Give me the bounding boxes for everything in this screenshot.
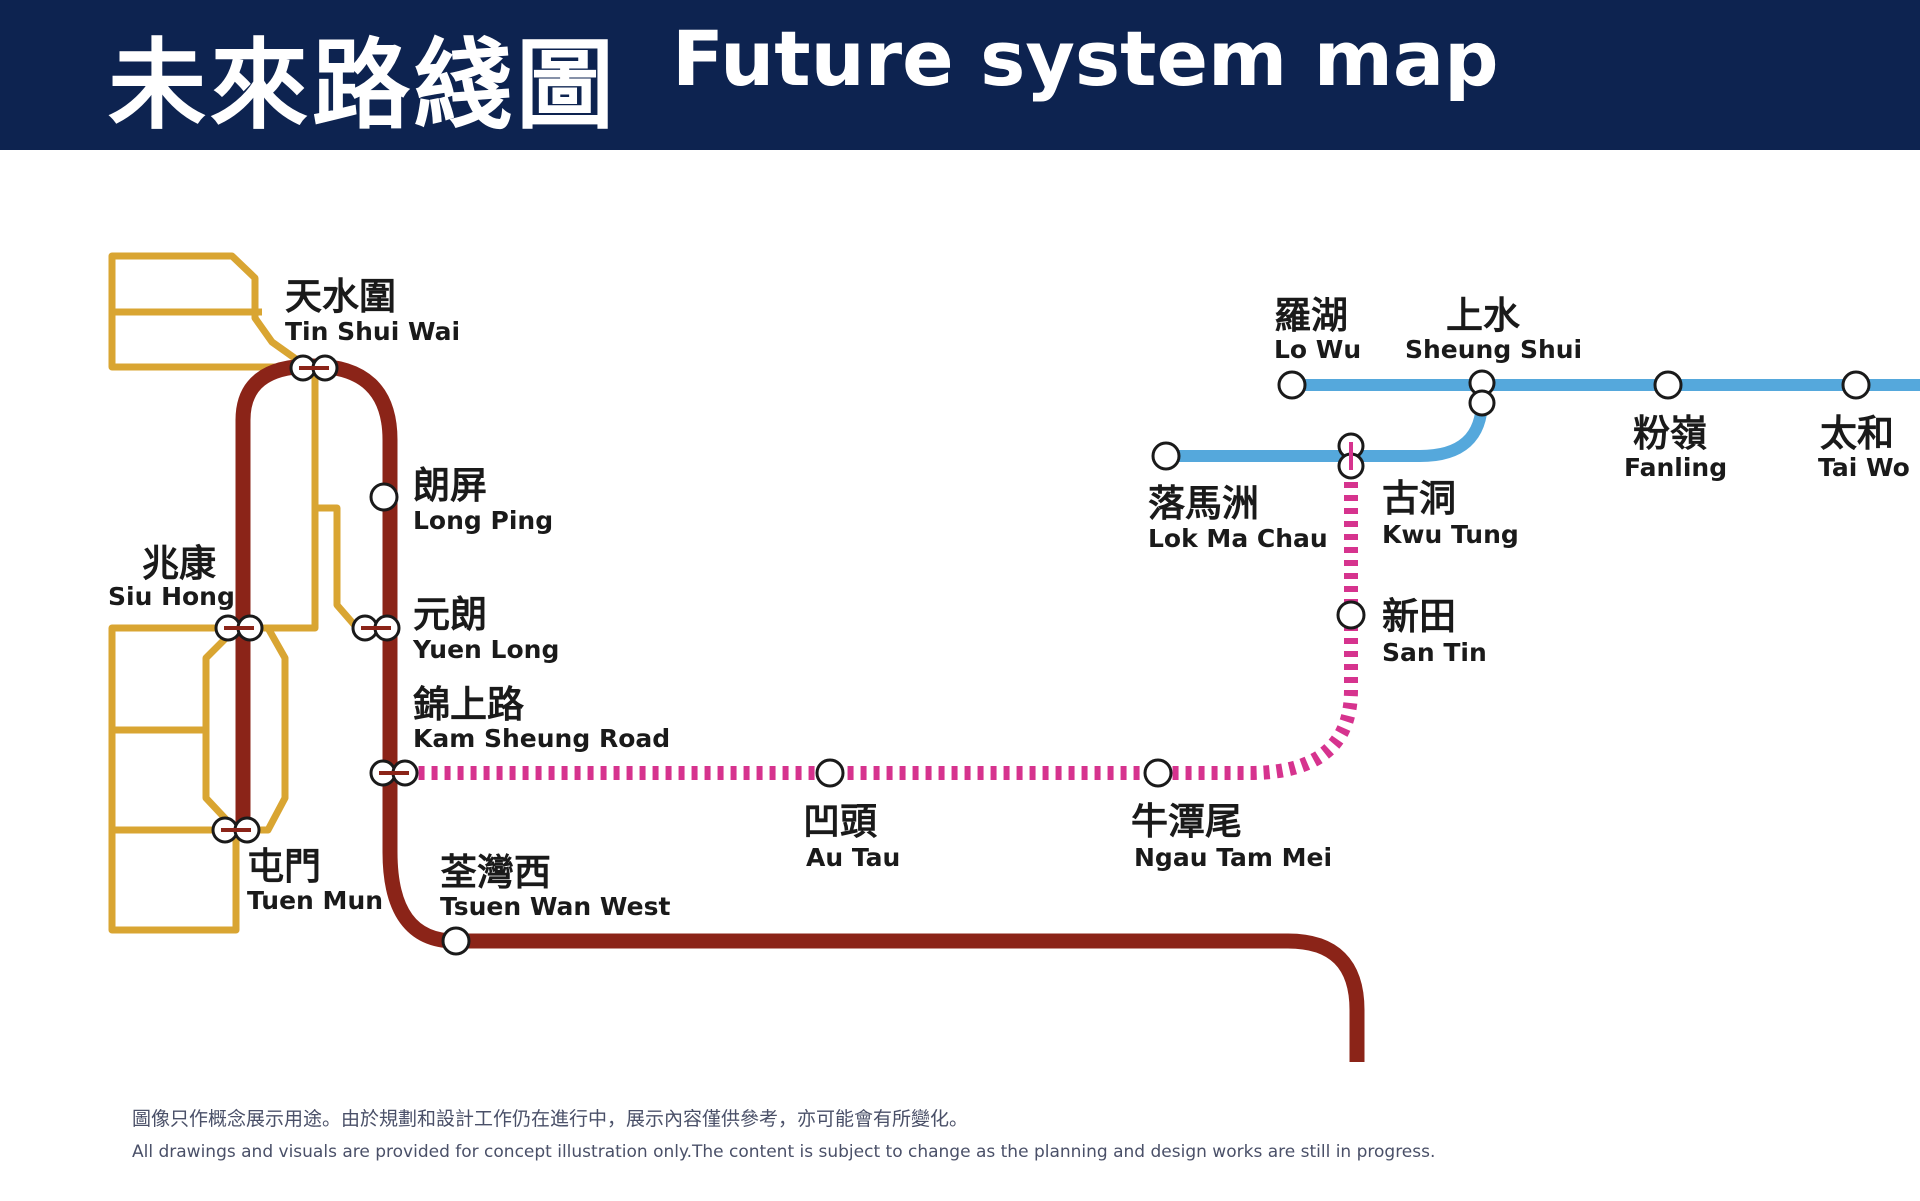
station-siu-hong-zh: 兆康: [142, 541, 216, 585]
interchange-stations: [211, 354, 1496, 844]
station-kwu-tung-en: Kwu Tung: [1382, 520, 1519, 549]
disclaimer-chinese: 圖像只作概念展示用途。由於規劃和設計工作仍在進行中，展示內容僅供參考，亦可能會有…: [132, 1108, 969, 1130]
interchange-kwu-tung: [1337, 432, 1365, 480]
station-lok-ma-chau-en: Lok Ma Chau: [1148, 524, 1328, 553]
station-marker-lok-ma-chau: [1151, 441, 1181, 471]
station-tai-wo-en: Tai Wo: [1818, 453, 1910, 482]
station-tai-wo-zh: 太和: [1820, 411, 1894, 455]
station-marker-tsuen-wan-west: [441, 926, 471, 956]
station-au-tau-en: Au Tau: [806, 843, 900, 872]
station-san-tin-zh: 新田: [1382, 594, 1456, 638]
station-tuen-mun-zh: 屯門: [247, 844, 321, 888]
interchange-sheung-shui: [1468, 369, 1496, 417]
interchange-yuen-long: [351, 614, 401, 642]
interchange-kam-sheung-road: [369, 759, 419, 787]
station-yuen-long-zh: 元朗: [413, 592, 487, 636]
station-lo-wu-zh: 羅湖: [1274, 293, 1348, 337]
station-kam-sheung-road-zh: 錦上路: [413, 682, 525, 726]
station-sheung-shui-zh: 上水: [1446, 293, 1521, 337]
east-rail-line: [1166, 379, 1920, 462]
light-rail-network: [108, 252, 375, 934]
station-tsuen-wan-west-zh: 荃灣西: [440, 850, 551, 894]
station-tin-shui-wai-zh: 天水圍: [285, 274, 396, 318]
northern-link: [393, 456, 1358, 780]
map-title-chinese: 未來路綫圖: [108, 28, 619, 143]
station-fanling-zh: 粉嶺: [1633, 411, 1707, 455]
station-marker-long-ping: [369, 482, 399, 512]
station-marker-tai-wo: [1841, 370, 1871, 400]
station-fanling-en: Fanling: [1624, 453, 1727, 482]
station-marker-lo-wu: [1277, 370, 1307, 400]
station-long-ping-zh: 朗屏: [413, 463, 487, 507]
interchange-siu-hong: [214, 614, 264, 642]
station-tsuen-wan-west-en: Tsuen Wan West: [440, 892, 670, 921]
station-marker-san-tin: [1336, 600, 1366, 630]
station-kam-sheung-road-en: Kam Sheung Road: [413, 724, 670, 753]
station-labels: 天水圍 Tin Shui Wai 朗屏 Long Ping 兆康 Siu Hon…: [108, 274, 1910, 921]
tuen-ma-line: [235, 358, 1365, 1062]
station-long-ping-en: Long Ping: [413, 506, 553, 535]
disclaimer-english: All drawings and visuals are provided fo…: [132, 1142, 1436, 1162]
interchange-tuen-mun: [211, 816, 261, 844]
station-marker-fanling: [1653, 370, 1683, 400]
station-marker-ngau-tam-mei: [1143, 758, 1173, 788]
station-marker-au-tau: [815, 758, 845, 788]
system-map: 天水圍 Tin Shui Wai 朗屏 Long Ping 兆康 Siu Hon…: [108, 252, 1920, 1062]
station-au-tau-zh: 凹頭: [803, 799, 878, 843]
station-ngau-tam-mei-en: Ngau Tam Mei: [1134, 843, 1332, 872]
station-kwu-tung-zh: 古洞: [1382, 476, 1456, 520]
header-banner: 未來路綫圖 Future system map: [0, 0, 1920, 150]
station-yuen-long-en: Yuen Long: [412, 635, 559, 664]
simple-stations: [369, 370, 1871, 956]
station-lo-wu-en: Lo Wu: [1274, 335, 1361, 364]
station-sheung-shui-en: Sheung Shui: [1405, 335, 1582, 364]
station-san-tin-en: San Tin: [1382, 638, 1487, 667]
station-lok-ma-chau-zh: 落馬洲: [1148, 481, 1259, 525]
station-tuen-mun-en: Tuen Mun: [247, 886, 383, 915]
station-tin-shui-wai-en: Tin Shui Wai: [285, 317, 460, 346]
map-title-english: Future system map: [672, 14, 1499, 103]
station-siu-hong-en: Siu Hong: [108, 582, 235, 611]
interchange-tin-shui-wai: [289, 354, 339, 382]
station-ngau-tam-mei-zh: 牛潭尾: [1131, 799, 1242, 843]
